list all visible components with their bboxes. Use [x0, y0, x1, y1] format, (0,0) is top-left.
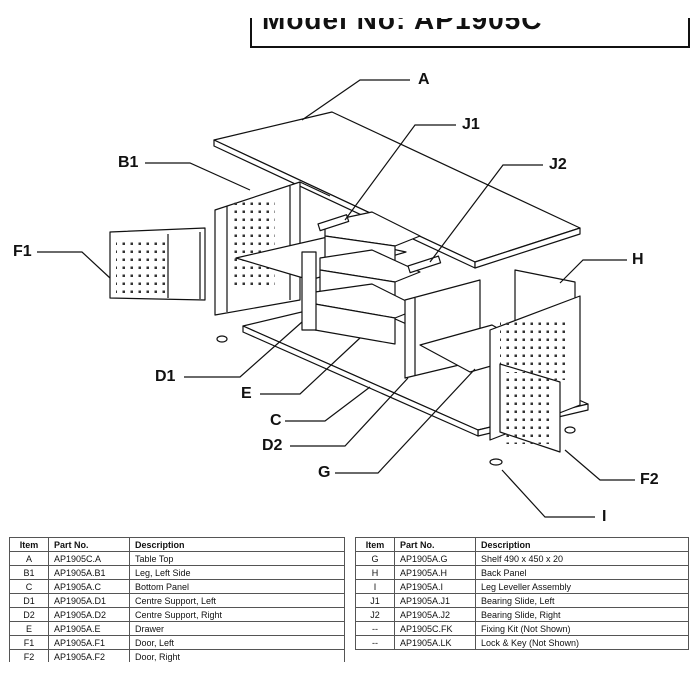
right-door-part	[499, 363, 561, 453]
part-number-cell: AP1905A.C	[48, 579, 130, 594]
part-number-cell: AP1905A.I	[394, 579, 476, 594]
part-number-cell: AP1905C.FK	[394, 621, 476, 636]
description-cell: Door, Right	[129, 649, 345, 662]
description-cell: Centre Support, Right	[129, 607, 345, 622]
description-cell: Leg Leveller Assembly	[475, 579, 689, 594]
callout-label-C: C	[270, 412, 282, 429]
bearing-slide-right-part	[407, 255, 442, 274]
part-number-cell: AP1905A.J1	[394, 593, 476, 608]
description-cell: Leg, Left Side	[129, 565, 345, 580]
callout-label-H: H	[632, 251, 644, 268]
model-number-banner: Model No: AP1905C	[250, 18, 690, 48]
part-number-cell: AP1905A.G	[394, 551, 476, 566]
callout-label-F1: F1	[13, 243, 32, 260]
description-cell: Bottom Panel	[129, 579, 345, 594]
description-cell: Centre Support, Left	[129, 593, 345, 608]
table-header-row: Item Part No. Description	[9, 537, 345, 552]
callout-label-B1: B1	[118, 154, 139, 171]
callout-label-A: A	[418, 71, 430, 88]
part-number-cell: AP1905C.A	[48, 551, 130, 566]
column-header-item: Item	[355, 537, 395, 552]
callout-label-F2: F2	[640, 471, 659, 488]
description-cell: Lock & Key (Not Shown)	[475, 635, 689, 650]
part-number-cell: AP1905A.F2	[48, 649, 130, 662]
exploded-view-diagram	[37, 79, 635, 518]
model-number-title: Model No: AP1905C	[262, 18, 543, 35]
column-header-description: Description	[129, 537, 345, 552]
part-number-cell: AP1905A.E	[48, 621, 130, 636]
description-cell: Fixing Kit (Not Shown)	[475, 621, 689, 636]
description-cell: Door, Left	[129, 635, 345, 650]
part-number-cell: AP1905A.LK	[394, 635, 476, 650]
part-number-cell: AP1905A.B1	[48, 565, 130, 580]
item-cell: J2	[355, 607, 395, 622]
left-leg-part	[214, 181, 331, 316]
description-cell: Back Panel	[475, 565, 689, 580]
description-cell: Table Top	[129, 551, 345, 566]
column-header-item: Item	[9, 537, 49, 552]
item-cell: --	[355, 635, 395, 650]
description-cell: Shelf 490 x 450 x 20	[475, 551, 689, 566]
part-number-cell: AP1905A.J2	[394, 607, 476, 622]
callout-label-E: E	[241, 385, 252, 402]
bearing-slide-left-part	[317, 214, 350, 232]
part-number-cell: AP1905A.D1	[48, 593, 130, 608]
item-cell: F2	[9, 649, 49, 662]
callout-label-I: I	[602, 508, 607, 525]
item-cell: J1	[355, 593, 395, 608]
item-cell: C	[9, 579, 49, 594]
description-cell: Bearing Slide, Left	[475, 593, 689, 608]
item-cell: A	[9, 551, 49, 566]
part-number-cell: AP1905A.D2	[48, 607, 130, 622]
left-door-part	[109, 227, 206, 301]
item-cell: D1	[9, 593, 49, 608]
item-cell: G	[355, 551, 395, 566]
description-cell: Bearing Slide, Right	[475, 607, 689, 622]
centre-support-left-part	[301, 251, 317, 331]
column-header-part-no: Part No.	[394, 537, 476, 552]
part-number-cell: AP1905A.H	[394, 565, 476, 580]
callout-label-D1: D1	[155, 368, 176, 385]
callout-label-G: G	[318, 464, 331, 481]
leg-leveller-part	[216, 335, 576, 466]
column-header-description: Description	[475, 537, 689, 552]
item-cell: E	[9, 621, 49, 636]
callout-label-D2: D2	[262, 437, 283, 454]
callout-label-J1: J1	[462, 116, 480, 133]
callout-label-J2: J2	[549, 156, 567, 173]
item-cell: D2	[9, 607, 49, 622]
description-cell: Drawer	[129, 621, 345, 636]
item-cell: H	[355, 565, 395, 580]
item-cell: I	[355, 579, 395, 594]
item-cell: F1	[9, 635, 49, 650]
table-header-row: Item Part No. Description	[355, 537, 689, 552]
column-header-part-no: Part No.	[48, 537, 130, 552]
part-number-cell: AP1905A.F1	[48, 635, 130, 650]
leader-lines	[37, 79, 635, 518]
item-cell: --	[355, 621, 395, 636]
item-cell: B1	[9, 565, 49, 580]
